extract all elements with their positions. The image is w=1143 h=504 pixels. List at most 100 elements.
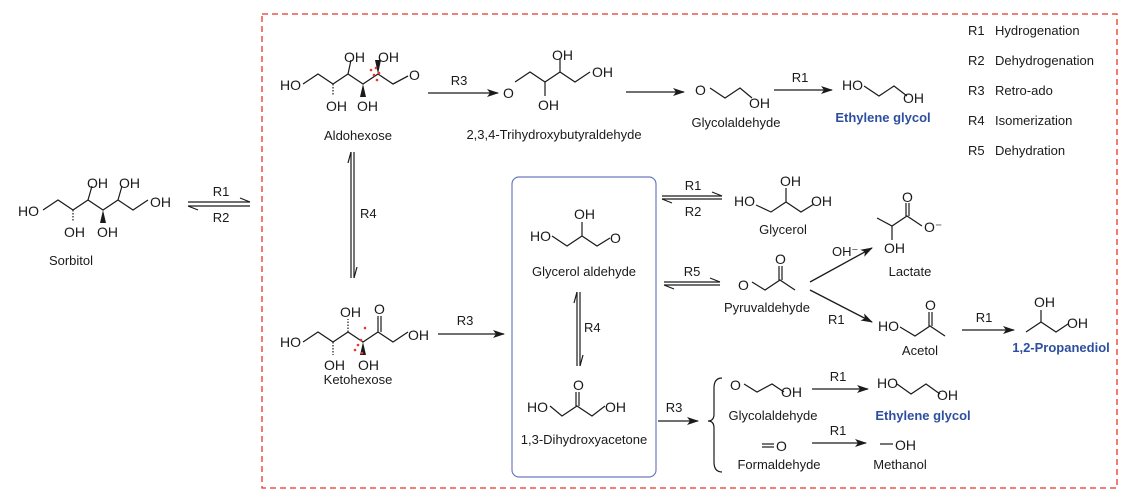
arrow-pyruvaldehyde-to-lactate bbox=[809, 247, 873, 283]
reaction-label: R1 bbox=[830, 369, 847, 384]
trihydroxybutyraldehyde-structure: O OH OH OH bbox=[503, 47, 613, 113]
ketohexose-structure: HO OH O OH OH OH bbox=[280, 301, 429, 373]
arrow-pyruvaldehyde-to-acetol bbox=[809, 289, 873, 323]
atom-label: HO bbox=[530, 228, 551, 244]
reaction-label: R2 bbox=[213, 210, 230, 225]
compound-label-methanol: Methanol bbox=[873, 457, 927, 472]
atom-label: OH bbox=[344, 49, 365, 65]
atom-label: HO bbox=[527, 399, 548, 415]
aldohexose-structure: HO OH OH O OH OH bbox=[280, 49, 420, 114]
dihydroxyacetone-structure: HO O OH bbox=[527, 377, 626, 417]
atom-label: OH bbox=[324, 357, 345, 373]
atom-label: OH bbox=[340, 304, 361, 320]
atom-label: O bbox=[503, 85, 514, 101]
acetol-structure: HO O bbox=[878, 297, 946, 337]
atom-label: O bbox=[738, 277, 749, 293]
atom-label: HO bbox=[877, 375, 898, 391]
legend-code: R3 bbox=[968, 83, 985, 98]
atom-label: OH bbox=[1067, 315, 1088, 331]
legend-code: R1 bbox=[968, 23, 985, 38]
equilibrium-arrow-sorbitol bbox=[187, 197, 251, 211]
atom-label: OH bbox=[811, 193, 832, 209]
reaction-label: R1 bbox=[830, 423, 847, 438]
atom-label: OH bbox=[605, 399, 626, 415]
equilibrium-arrow-glycerol bbox=[661, 191, 723, 204]
atom-label: HO bbox=[280, 334, 301, 350]
atom-label: OH bbox=[749, 95, 770, 111]
atom-label: HO bbox=[842, 77, 863, 93]
sorbitol-structure: HO OH OH OH OH OH bbox=[18, 175, 171, 240]
glycerol-aldehyde-structure: HO OH O bbox=[530, 206, 621, 247]
ethylene-glycol-structure: HO OH bbox=[877, 375, 958, 403]
legend-name: Dehydration bbox=[995, 143, 1065, 158]
reaction-label: R4 bbox=[584, 320, 601, 335]
compound-label-glycerol: Glycerol bbox=[759, 222, 807, 237]
atom-label: OH bbox=[781, 384, 802, 400]
reaction-label: R2 bbox=[685, 204, 702, 219]
legend-name: Isomerization bbox=[995, 113, 1072, 128]
atom-label: O bbox=[776, 438, 787, 454]
propanediol-structure: OH OH bbox=[1025, 294, 1088, 333]
atom-label: HO bbox=[734, 193, 755, 209]
equilibrium-arrow-pyruvaldehyde bbox=[663, 277, 721, 290]
atom-label: OH bbox=[358, 357, 379, 373]
compound-label-trihydroxybutyraldehyde: 2,3,4-Trihydroxybutyraldehyde bbox=[466, 127, 641, 142]
compound-label-aldohexose: Aldohexose bbox=[324, 128, 392, 143]
dashed-frame bbox=[261, 13, 1118, 489]
pyruvaldehyde-structure: O O bbox=[738, 251, 796, 293]
atom-label: OH bbox=[903, 90, 924, 106]
atom-label: OH bbox=[87, 175, 108, 191]
reaction-label: R3 bbox=[457, 313, 474, 328]
compound-label-ketohexose: Ketohexose bbox=[324, 372, 393, 387]
atom-label: OH bbox=[150, 194, 171, 210]
methanol-structure: OH bbox=[880, 437, 916, 453]
brace bbox=[707, 377, 723, 473]
atom-label: OH bbox=[64, 224, 85, 240]
compound-label-pyruvaldehyde: Pyruvaldehyde bbox=[724, 300, 810, 315]
atom-label: OH bbox=[574, 206, 595, 222]
atom-label: OH bbox=[378, 49, 399, 65]
reaction-label: R1 bbox=[213, 184, 230, 199]
atom-label: O bbox=[374, 301, 385, 317]
compound-label-glycolaldehyde: Glycolaldehyde bbox=[729, 408, 818, 423]
reaction-label: R5 bbox=[684, 264, 701, 279]
c3-intermediates-box bbox=[511, 176, 657, 478]
atom-label: OH bbox=[895, 437, 916, 453]
reaction-label: R1 bbox=[792, 70, 809, 85]
glycolaldehyde-structure: O OH bbox=[730, 377, 802, 400]
equilibrium-arrow-aldo-keto bbox=[347, 151, 358, 279]
atom-label: O bbox=[573, 377, 584, 393]
atom-label: HO bbox=[18, 203, 39, 219]
atom-label: OH bbox=[119, 175, 140, 191]
atom-label: OH bbox=[97, 224, 118, 240]
atom-label: O bbox=[902, 189, 913, 205]
atom-label: OH bbox=[884, 240, 905, 256]
atom-label: O bbox=[695, 82, 706, 98]
atom-label: OH bbox=[357, 98, 378, 114]
reaction-label: R1 bbox=[976, 310, 993, 325]
atom-label: OH bbox=[937, 387, 958, 403]
atom-label: O bbox=[610, 230, 621, 246]
legend-name: Dehydrogenation bbox=[995, 53, 1094, 68]
reaction-label: R3 bbox=[666, 400, 683, 415]
product-label-ethylene-glycol: Ethylene glycol bbox=[875, 408, 970, 423]
compound-label-glycerol-aldehyde: Glycerol aldehyde bbox=[532, 264, 636, 279]
glycerol-structure: HO OH OH bbox=[734, 173, 832, 213]
atom-label: OH bbox=[552, 47, 573, 63]
reaction-label: R1 bbox=[685, 178, 702, 193]
atom-label: OH bbox=[538, 97, 559, 113]
product-label-ethylene-glycol: Ethylene glycol bbox=[835, 110, 930, 125]
equilibrium-arrow-ga-dha bbox=[573, 291, 584, 367]
compound-label-sorbitol: Sorbitol bbox=[49, 253, 93, 268]
atom-label: O bbox=[925, 297, 936, 313]
compound-label-dihydroxyacetone: 1,3-Dihydroxyacetone bbox=[521, 432, 647, 447]
reaction-label: R3 bbox=[451, 73, 468, 88]
atom-label: OH bbox=[1034, 294, 1055, 310]
compound-label-acetol: Acetol bbox=[902, 343, 938, 358]
legend-name: Hydrogenation bbox=[995, 23, 1080, 38]
formaldehyde-structure: O bbox=[762, 438, 787, 454]
legend-name: Retro-ado bbox=[995, 83, 1053, 98]
atom-label: O⁻ bbox=[924, 219, 942, 235]
lactate-structure: O O⁻ OH bbox=[876, 189, 942, 256]
